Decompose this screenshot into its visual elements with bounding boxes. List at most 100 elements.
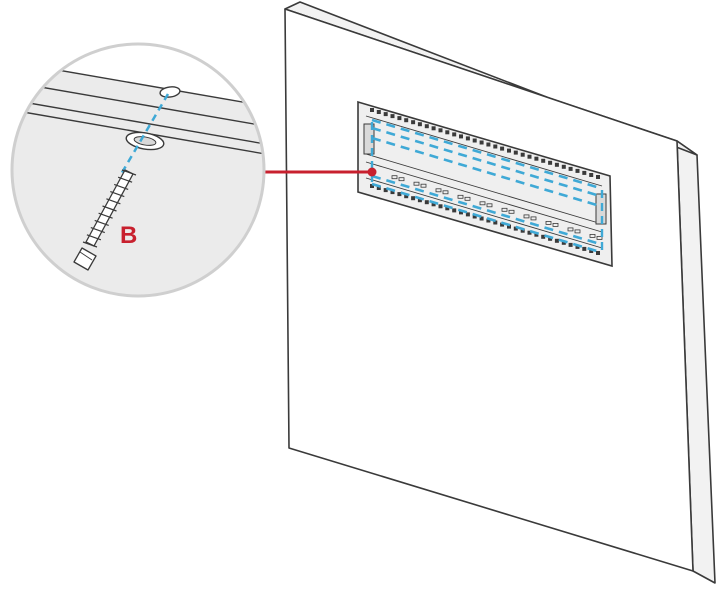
bracket-top-hole (465, 136, 470, 141)
magnifier-content (11, 59, 265, 297)
bracket-bottom-rail-inner (365, 177, 603, 249)
bracket-bottom-hole (390, 190, 395, 195)
bracket-top-hole (383, 112, 388, 117)
screw-thread (113, 183, 129, 190)
bracket-top-hole (479, 140, 484, 145)
screw-hole-guide-line (371, 118, 601, 190)
magnified-edge-line-2 (11, 79, 265, 133)
bracket-bottom-hole (575, 244, 580, 249)
bracket-middle-holes (391, 175, 603, 240)
bracket-top-hole (424, 124, 429, 129)
bracket-top-hole (582, 170, 587, 175)
bracket-middle-slot (486, 203, 493, 208)
bracket-bottom-hole (568, 242, 573, 247)
bracket-bottom-hole (493, 220, 498, 225)
bracket-middle-slot (530, 216, 537, 221)
bracket-top-rail-inner (365, 115, 603, 187)
bracket-bottom-hole (486, 218, 491, 223)
bracket-bottom-hole (397, 192, 402, 197)
magnifier-inset: B (10, 42, 266, 298)
part-label-b: B (120, 222, 137, 249)
bracket-top-hole (548, 160, 553, 165)
bracket-top-hole (561, 164, 566, 169)
magnifier-ring (10, 42, 266, 298)
magnified-upper-hole (159, 86, 181, 98)
bracket-middle-slot (464, 196, 471, 201)
bracket-middle-slot (479, 201, 486, 206)
bracket-top-hole (417, 122, 422, 127)
magnified-edge-line-3 (11, 97, 265, 151)
screw-thread (110, 191, 125, 198)
bracket-top-hole (575, 168, 580, 173)
bracket-middle-slot (435, 188, 442, 193)
pointer-dot (367, 167, 377, 177)
bracket-top-hole (438, 128, 443, 133)
bracket-bottom-hole (465, 212, 470, 217)
bracket-bottom-hole (459, 210, 463, 215)
bracket-bottom-hole (541, 234, 546, 239)
bracket-top-hole (589, 173, 594, 177)
magnified-lower-hole-inner (133, 136, 157, 146)
bracket-bottom-hole (411, 196, 416, 201)
bracket-top-hole (596, 175, 600, 179)
bracket-bottom-hole (534, 232, 539, 237)
screw-thread (102, 205, 117, 212)
bracket-top-hole (376, 110, 381, 114)
bracket-top-hole (452, 132, 457, 137)
bracket-bottom-hole (438, 204, 443, 209)
screw-thread (86, 234, 102, 241)
screw-thread (94, 219, 109, 226)
bracket-top-hole (520, 152, 525, 157)
bracket-middle-slot (420, 183, 427, 188)
bracket-top-holes (370, 108, 600, 179)
bracket-top-hole (472, 138, 477, 143)
bracket-top-hole (370, 108, 374, 112)
bracket-bottom-hole (445, 206, 450, 211)
bracket-middle-slot (508, 209, 515, 214)
screw-head-ridge (79, 251, 93, 261)
screw-thread (82, 241, 98, 248)
screw-hole-guide-line (371, 174, 601, 246)
wall-face (284, 8, 694, 572)
bracket-bottom-hole (596, 251, 600, 255)
screw-path-dashed (118, 93, 170, 177)
bracket-bottom-hole (500, 222, 505, 227)
screw-thread (98, 212, 113, 219)
bracket-bottom-hole (417, 198, 422, 203)
bracket-top-hole (527, 154, 532, 159)
bracket-bottom-hole (472, 214, 477, 219)
bracket-bottom-holes (370, 184, 600, 255)
screw-hole-guide-line (371, 136, 601, 208)
bracket-top-hole (568, 166, 573, 171)
bracket-bottom-hole (424, 200, 429, 205)
screw-thread (90, 227, 106, 234)
bracket-middle-slot (545, 220, 552, 225)
bracket-bottom-hole (520, 228, 525, 233)
bracket-middle-slot (523, 214, 530, 219)
bracket-middle-slot (552, 222, 559, 227)
magnified-bracket-surface (11, 60, 265, 297)
bracket-top-hole (404, 118, 409, 123)
screw-thread (106, 198, 121, 205)
bracket-bottom-hole (582, 246, 587, 251)
bracket-bottom-hole (383, 188, 388, 193)
bracket-bottom-hole (452, 208, 457, 213)
bracket-middle-slot (457, 194, 464, 199)
bracket-bottom-hole (554, 238, 559, 243)
bracket-bottom-hole (513, 226, 518, 231)
bracket-top-hole (445, 130, 450, 135)
wall-panel (284, 1, 716, 584)
bracket-middle-slot (589, 233, 596, 238)
bracket-middle-slot (596, 235, 603, 240)
bracket-top-hole (541, 158, 546, 163)
bracket-middle-slot (567, 227, 574, 232)
screw-threads (82, 169, 137, 248)
bracket-middle-rail-top (365, 153, 603, 225)
bracket-bottom-hole (370, 184, 374, 188)
bracket-bottom-hole (548, 236, 553, 241)
screw-thread (117, 176, 133, 183)
wall-bracket (357, 100, 613, 268)
bracket-top-hole (486, 142, 491, 147)
bracket-bottom-hole (376, 186, 381, 190)
